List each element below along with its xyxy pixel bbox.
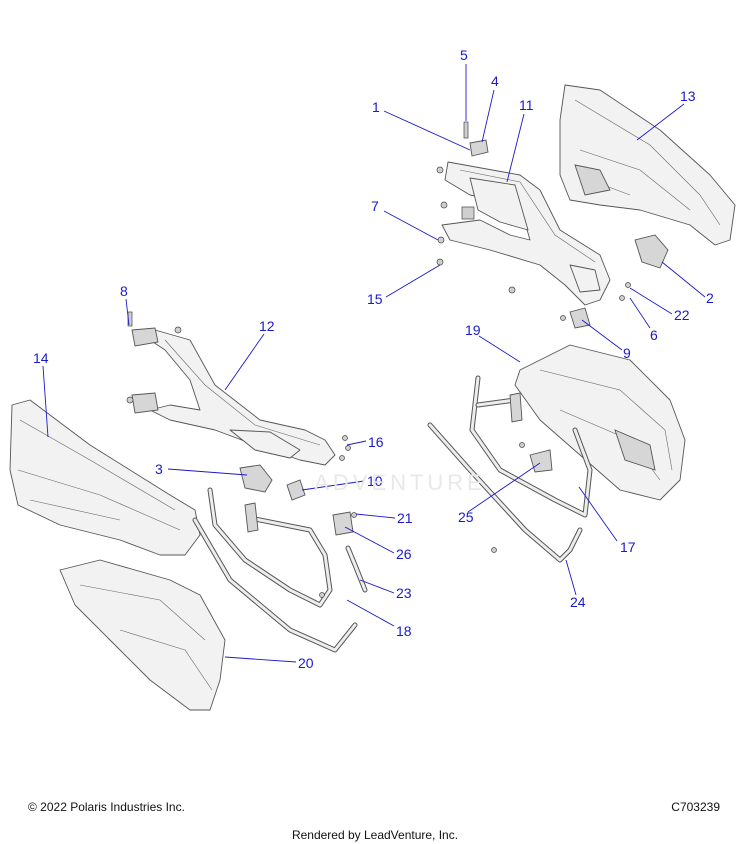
copyright-text: © 2022 Polaris Industries Inc. [28,800,185,814]
callout-21: 21 [397,510,413,526]
part-3-latch [239,464,273,493]
callout-2: 2 [706,290,714,306]
exploded-parts-diagram: 1 2 3 4 5 6 7 8 9 10 11 12 13 14 15 16 1… [9,47,736,711]
callout-26: 26 [396,546,412,562]
rendered-by-text: Rendered by LeadVenture, Inc. [291,828,459,842]
part-14-front-door-panel [9,399,201,556]
callout-24: 24 [570,594,586,610]
hardware-front [126,311,351,461]
callout-18: 18 [396,623,412,639]
part-26-hinge [319,511,357,598]
callout-17: 17 [620,539,636,555]
callout-4: 4 [491,73,499,89]
callout-19: 19 [465,322,481,338]
callout-7: 7 [371,198,379,214]
part-19-rear-lower-panel [514,344,686,501]
part-11-rear-frame [441,161,611,306]
leader-lines [42,64,706,663]
part-2-latch [634,234,669,269]
part-12-front-frame [149,329,336,466]
callout-3: 3 [155,461,163,477]
callout-14: 14 [33,350,49,366]
callout-20: 20 [298,655,314,671]
callout-22: 22 [674,307,690,323]
callout-16: 16 [368,434,384,450]
drawing-code: C703239 [671,800,720,814]
callout-10: 10 [367,473,383,489]
callout-5: 5 [460,47,468,63]
callout-6: 6 [650,327,658,343]
part-24-rear-seal [427,422,583,563]
callout-15: 15 [367,291,383,307]
part-17-rear-tube-frame [469,375,593,518]
callout-numbers: 1 2 3 4 5 6 7 8 9 10 11 12 13 14 15 16 1… [33,47,714,671]
callout-23: 23 [396,585,412,601]
part-10-bracket [286,479,306,501]
callout-9: 9 [623,345,631,361]
callout-12: 12 [259,318,275,334]
callout-8: 8 [120,283,128,299]
part-23-seal-strip [345,545,368,593]
callout-11: 11 [519,97,534,113]
callout-25: 25 [458,509,474,525]
part-13-rear-door-panel [559,84,736,246]
watermark: ADVENTURE [314,470,486,495]
part-18-front-tube-frame [192,487,358,653]
callout-1: 1 [372,99,380,115]
hardware-rear [436,121,631,329]
callout-13: 13 [680,88,696,104]
part-20-front-lower-panel [59,559,226,711]
part-25-bracket [491,442,553,553]
